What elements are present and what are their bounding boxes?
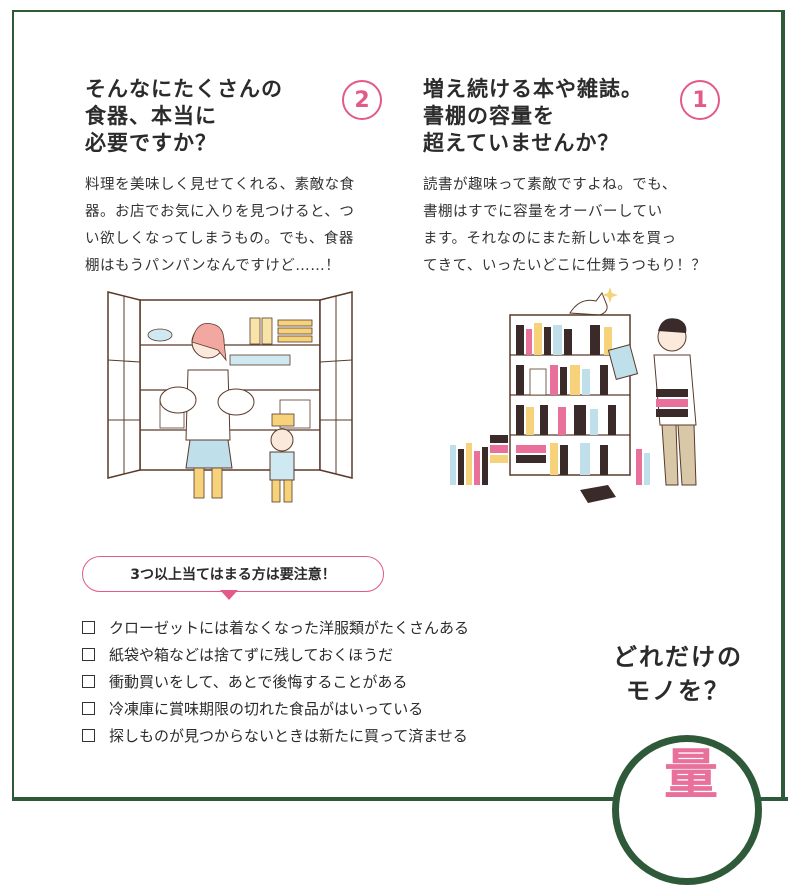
checklist-item-label: 衝動買いをして、あとで後悔することがある <box>109 673 408 691</box>
checklist-item[interactable]: 衝動買いをして、あとで後悔することがある <box>82 668 469 695</box>
section-2-number-badge: 2 <box>342 80 382 120</box>
section-1-number-badge: 1 <box>680 80 720 120</box>
frame-right-edge <box>781 10 785 800</box>
section-1-body-line: ます。それなのにまた新しい本を買っ <box>423 231 677 247</box>
checkbox[interactable] <box>82 648 95 661</box>
checklist-item[interactable]: 紙袋や箱などは捨てずに残しておくほうだ <box>82 641 469 668</box>
section-1-body-line: 書棚はすでに容量をオーバーしてい <box>423 204 663 220</box>
checklist-item[interactable]: 冷凍庫に賞味期限の切れた食品がはいっている <box>82 695 469 722</box>
checklist-item-label: 探しものが見つからないときは新たに買って済ませる <box>109 727 468 745</box>
section-1-heading-line: 超えていませんか？ <box>423 131 620 155</box>
section-title-question: どれだけの モノを？ <box>598 640 758 708</box>
checkbox[interactable] <box>82 729 95 742</box>
section-title-line: どれだけの <box>613 643 743 671</box>
section-1-heading: 増え続ける本や雑誌。 書棚の容量を 超えていませんか？ <box>423 76 643 157</box>
section-2-body-line: い欲しくなってしまうもの。でも、食器 <box>85 231 354 247</box>
section-2-body-line: 器。お店でお気に入りを見つけると、つ <box>85 204 355 220</box>
checkbox[interactable] <box>82 621 95 634</box>
checklist: クローゼットには着なくなった洋服類がたくさんある 紙袋や箱などは捨てずに残してお… <box>82 614 469 749</box>
checklist-item[interactable]: 探しものが見つからないときは新たに買って済ませる <box>82 722 469 749</box>
section-1-body: 読書が趣味って素敵ですよね。でも、 書棚はすでに容量をオーバーしてい ます。それ… <box>423 172 706 280</box>
checklist-item-label: 紙袋や箱などは捨てずに残しておくほうだ <box>109 646 394 664</box>
checklist-item-label: 冷凍庫に賞味期限の切れた食品がはいっている <box>109 700 424 718</box>
section-1-heading-line: 書棚の容量を <box>423 104 555 128</box>
checklist-item[interactable]: クローゼットには着なくなった洋服類がたくさんある <box>82 614 469 641</box>
checkbox[interactable] <box>82 702 95 715</box>
section-2-heading: そんなにたくさんの 食器、本当に 必要ですか？ <box>85 76 283 157</box>
section-1-heading-line: 増え続ける本や雑誌。 <box>423 77 643 101</box>
frame-bottom-edge <box>12 797 788 801</box>
section-2-body: 料理を美味しく見せてくれる、素敵な食 器。お店でお気に入りを見つけると、つ い欲… <box>85 172 355 280</box>
section-title-line: モノを？ <box>626 677 730 705</box>
section-1-body-line: てきて、いったいどこに仕舞うつもり！？ <box>423 258 707 274</box>
section-2-heading-line: そんなにたくさんの <box>85 77 283 101</box>
checklist-item-label: クローゼットには着なくなった洋服類がたくさんある <box>109 619 470 637</box>
bookshelf-illustration <box>450 287 697 503</box>
checkbox[interactable] <box>82 675 95 688</box>
section-2-body-line: 料理を美味しく見せてくれる、素敵な食 <box>85 177 355 193</box>
warning-bubble: 3つ以上当てはまる方は要注意！ <box>82 556 384 592</box>
section-2-heading-line: 必要ですか？ <box>85 131 217 155</box>
section-1-body-line: 読書が趣味って素敵ですよね。でも、 <box>423 177 677 193</box>
section-2-body-line: 棚はもうパンパンなんですけど……！ <box>85 258 341 274</box>
section-2-heading-line: 食器、本当に <box>85 104 217 128</box>
section-kanji: 量 <box>664 743 718 806</box>
cupboard-illustration <box>107 291 353 503</box>
bubble-tail <box>220 590 238 600</box>
